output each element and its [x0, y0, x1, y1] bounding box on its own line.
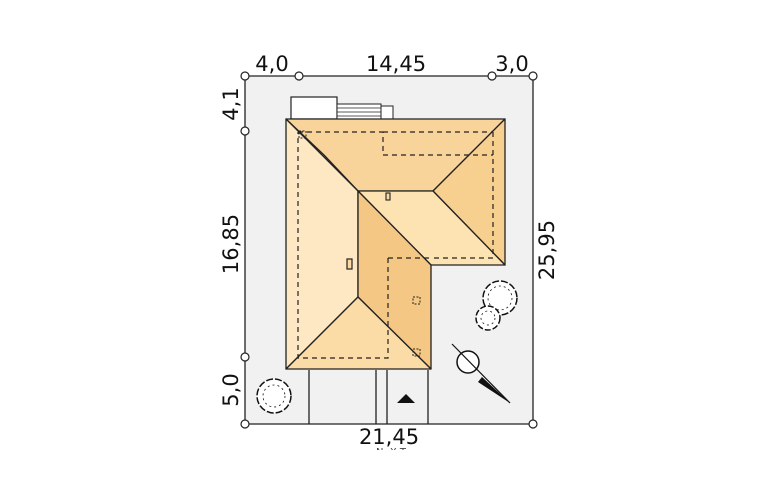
cut-mask — [340, 450, 440, 462]
dimension-lines — [240, 71, 538, 429]
entrance-arrow-icon — [397, 394, 415, 403]
dim-top-right: 3,0 — [495, 52, 528, 76]
dim-top-left: 4,0 — [255, 52, 288, 76]
dim-right: 25,95 — [535, 220, 559, 280]
driveway — [308, 370, 429, 424]
vent-small — [385, 192, 391, 201]
downpipe-se — [412, 348, 421, 357]
downpipe-mid — [412, 296, 421, 305]
tree-icon — [256, 378, 292, 414]
chimney — [346, 258, 353, 270]
north-arrow-icon — [451, 343, 511, 404]
house-outline — [297, 131, 494, 359]
dim-top-middle: 14,45 — [366, 52, 426, 76]
tree-icon — [475, 280, 518, 331]
dim-left-top: 4,1 — [219, 87, 243, 120]
roof-plane-south — [285, 296, 432, 370]
dim-left-middle: 16,85 — [219, 214, 243, 274]
dim-bottom: 21,45 — [359, 425, 419, 449]
dim-left-bottom: 5,0 — [219, 373, 243, 406]
terrace — [290, 96, 394, 120]
downpipe-nw — [298, 130, 307, 139]
